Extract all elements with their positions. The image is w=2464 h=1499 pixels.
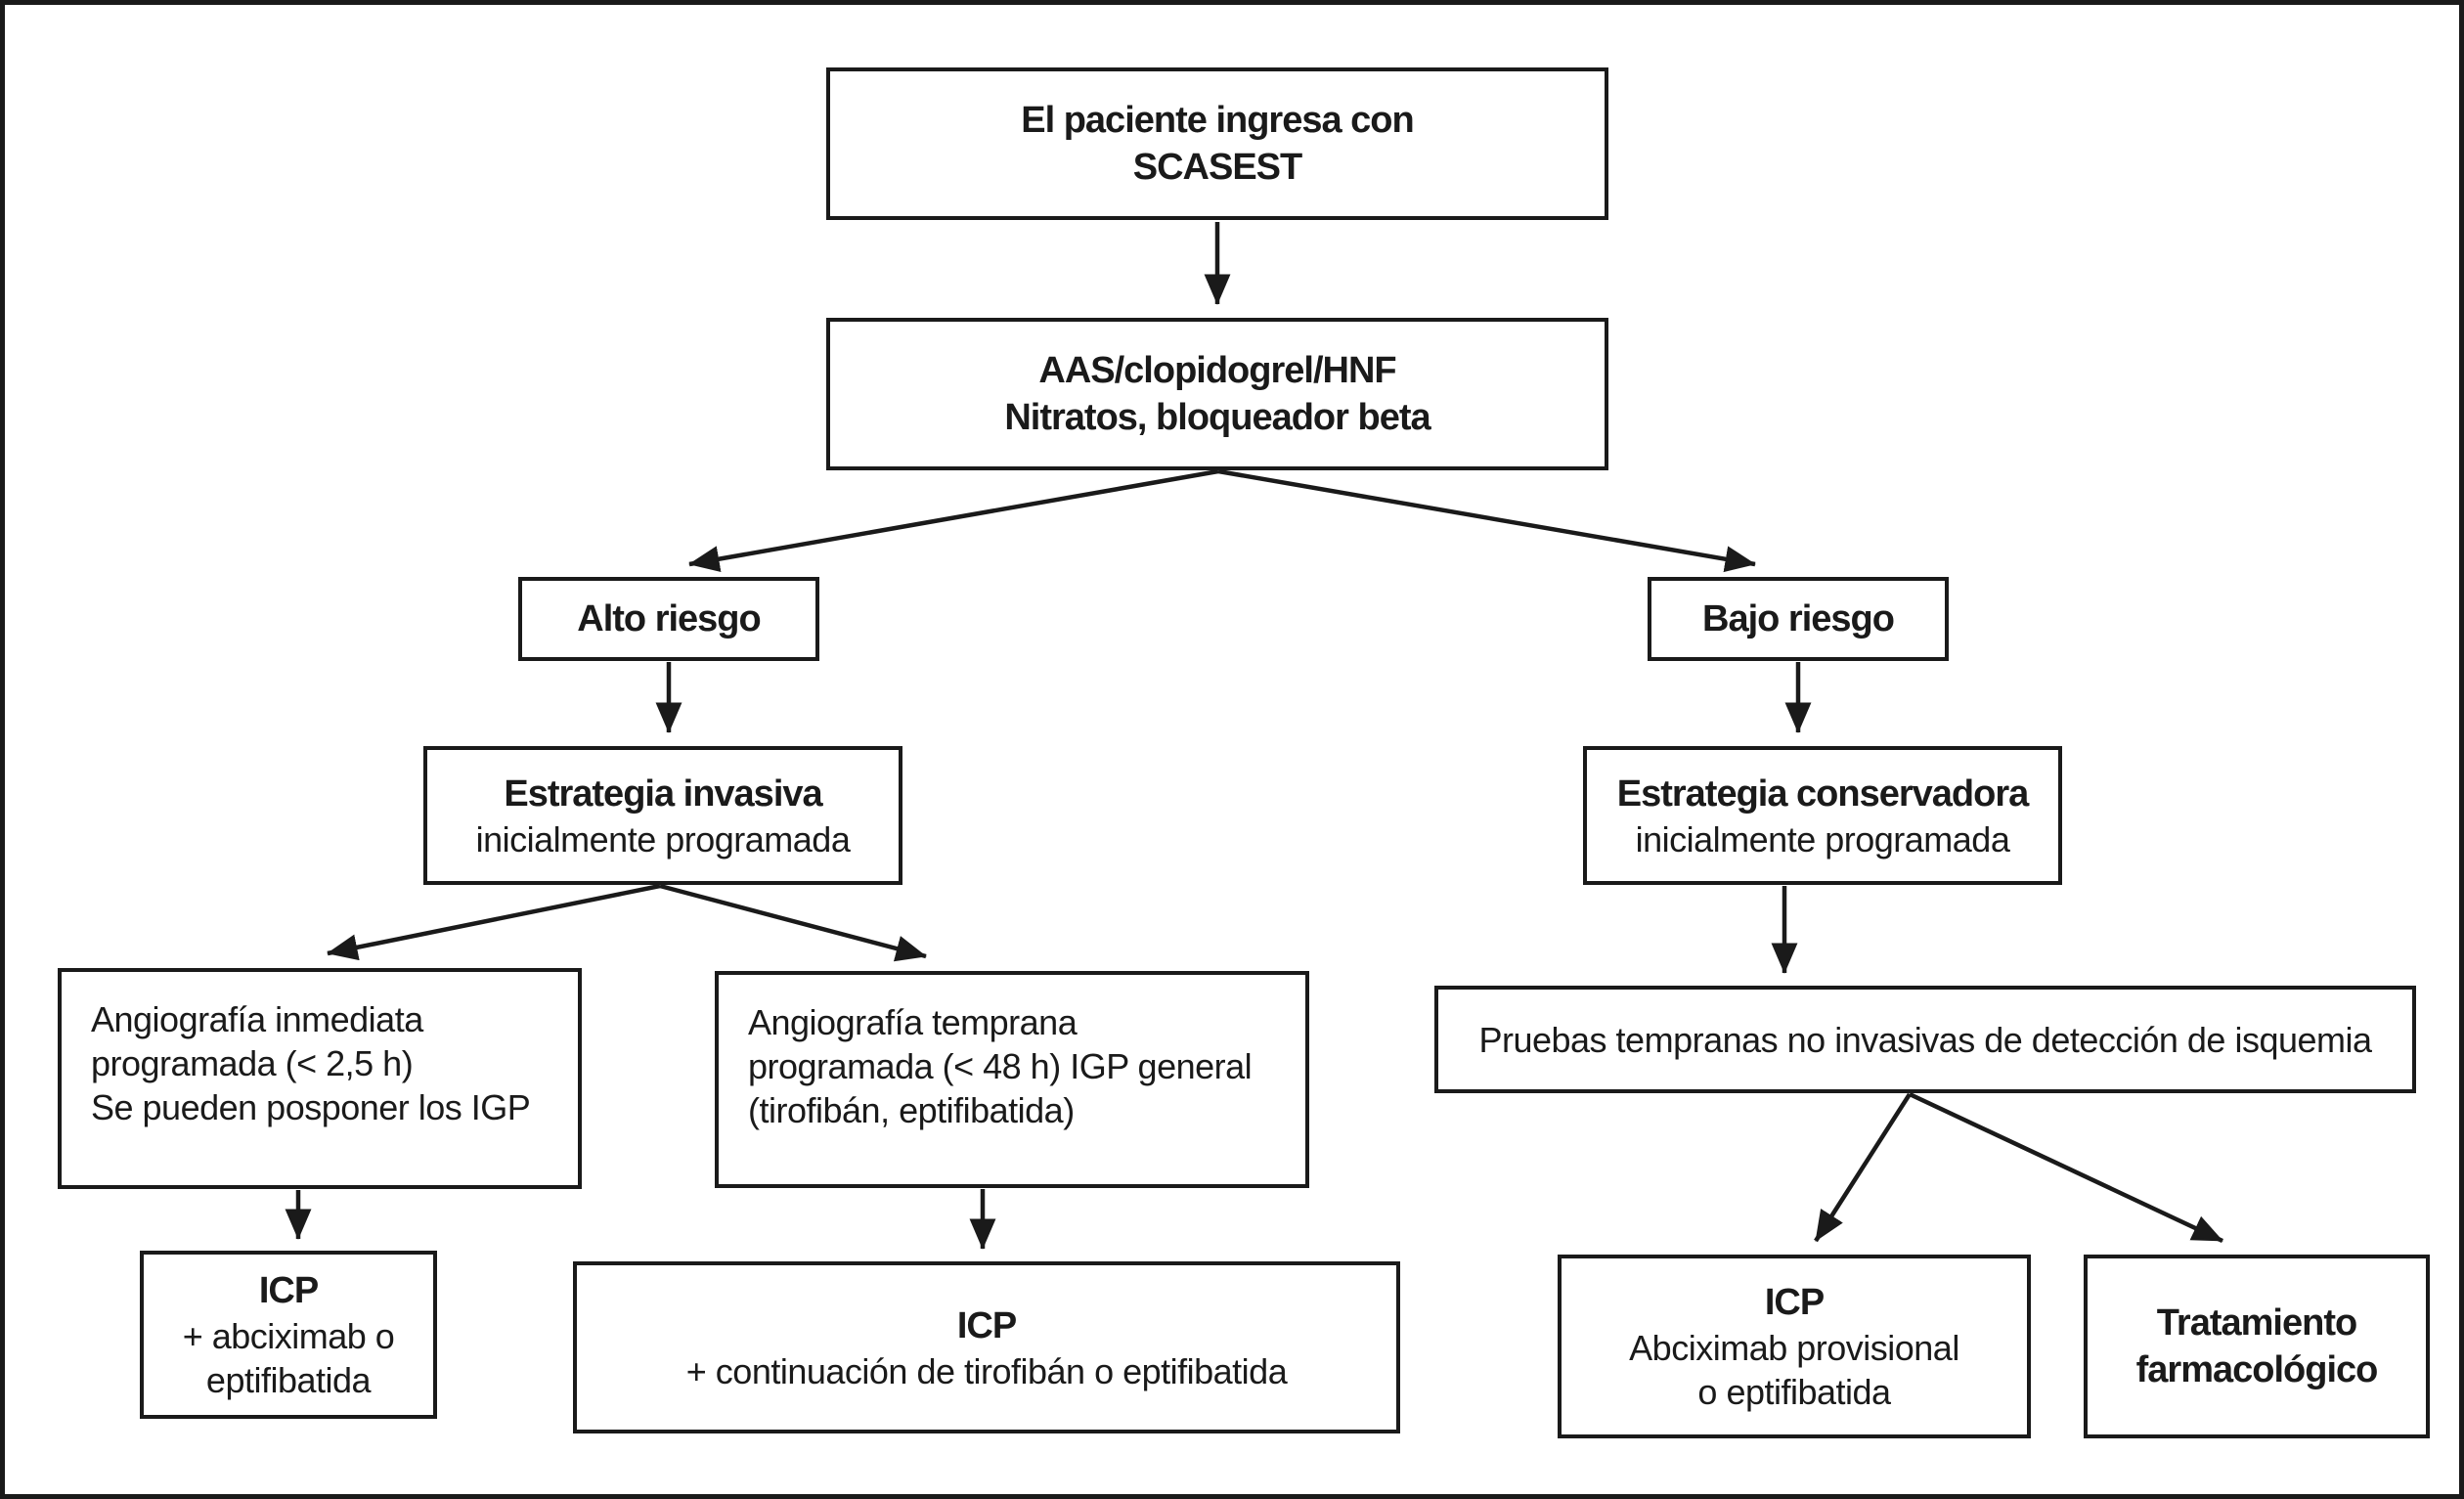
node-alto-riesgo: Alto riesgo (518, 577, 819, 661)
node-pruebas-no-invasivas: Pruebas tempranas no invasivas de detecc… (1434, 986, 2416, 1093)
arrow-medicacion-to-bajo-riesgo (1217, 468, 1756, 573)
node-text: Se pueden posponer los IGP (91, 1087, 531, 1127)
node-estrategia-invasiva: Estrategia invasiva inicialmente program… (423, 746, 902, 885)
node-text: Alto riesgo (577, 598, 761, 639)
node-title: ICP (258, 1270, 319, 1311)
node-text: Bajo riesgo (1702, 598, 1895, 639)
node-bajo-riesgo: Bajo riesgo (1648, 577, 1949, 661)
node-text: + continuación de tirofibán o eptifibati… (685, 1350, 1288, 1391)
node-text: programada (< 48 h) IGP general (748, 1046, 1253, 1086)
node-icp-provisional: ICP Abciximab provisional o eptifibatida (1558, 1255, 2031, 1438)
node-text: El paciente ingresa con (1021, 100, 1414, 141)
node-text: + abciximab o (182, 1316, 395, 1356)
arrow-pruebas-to-tratamiento (1909, 1091, 2223, 1244)
node-medicacion-inicial: AAS/clopidogrel/HNF Nitratos, bloqueador… (826, 318, 1608, 470)
node-text: farmacológico (2135, 1349, 2379, 1390)
node-text: programada (< 2,5 h) (91, 1043, 414, 1083)
node-text: SCASEST (1132, 147, 1302, 188)
node-icp-abciximab: ICP + abciximab o eptifibatida (140, 1251, 437, 1419)
node-text: Abciximab provisional (1629, 1328, 1959, 1368)
arrow-medicacion-to-alto-riesgo (688, 468, 1219, 573)
node-title: ICP (956, 1304, 1017, 1346)
arrow-invasiva-to-angio-inmediata (327, 883, 661, 961)
node-angiografia-temprana: Angiografía temprana programada (< 48 h)… (715, 971, 1309, 1188)
node-text: (tirofibán, eptifibatida) (748, 1090, 1075, 1130)
node-text: o eptifibatida (1697, 1372, 1891, 1412)
node-title: Estrategia conservadora (1616, 772, 2030, 815)
node-title: Estrategia invasiva (504, 772, 822, 815)
node-text: eptifibatida (205, 1360, 372, 1400)
node-subtitle: inicialmente programada (1635, 818, 2010, 860)
node-tratamiento-farmacologico: Tratamiento farmacológico (2084, 1255, 2430, 1438)
node-text: AAS/clopidogrel/HNF (1038, 350, 1396, 391)
node-text: Nitratos, bloqueador beta (1004, 397, 1430, 438)
node-text: Angiografía temprana (748, 1002, 1078, 1042)
node-subtitle: inicialmente programada (475, 818, 851, 860)
node-title: ICP (1764, 1282, 1825, 1323)
arrow-invasiva-to-angio-temprana (659, 883, 927, 962)
node-angiografia-inmediata: Angiografía inmediata programada (< 2,5 … (58, 968, 582, 1189)
node-estrategia-conservadora: Estrategia conservadora inicialmente pro… (1583, 746, 2062, 885)
arrow-pruebas-to-icp-provisional (1814, 1092, 1912, 1243)
node-text: Angiografía inmediata (91, 999, 423, 1039)
node-icp-continuacion: ICP + continuación de tirofibán o eptifi… (573, 1261, 1400, 1433)
flowchart-arrows (285, 222, 2223, 1250)
node-text: Pruebas tempranas no invasivas de detecc… (1478, 1019, 2372, 1060)
node-text: Tratamiento (2156, 1302, 2357, 1344)
node-paciente-ingresa: El paciente ingresa con SCASEST (826, 67, 1608, 220)
